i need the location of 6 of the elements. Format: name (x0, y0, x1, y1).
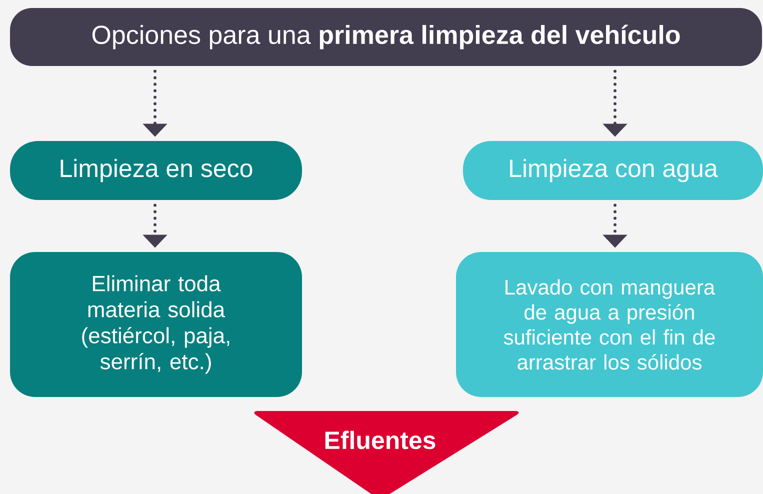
title-banner: Opciones para una primera limpieza del vehículo (10, 8, 762, 66)
step-box: Eliminar toda materia solida (estiércol, paja, serrín, etc.) (10, 252, 302, 397)
option-box: Limpieza en seco (10, 141, 302, 200)
step-box: Lavado con manguera de agua a presión suficiente con el fin de arrastrar los sólidos (456, 252, 763, 397)
output-triangle: Efluentes (254, 410, 519, 494)
option-box: Limpieza con agua (463, 141, 763, 200)
